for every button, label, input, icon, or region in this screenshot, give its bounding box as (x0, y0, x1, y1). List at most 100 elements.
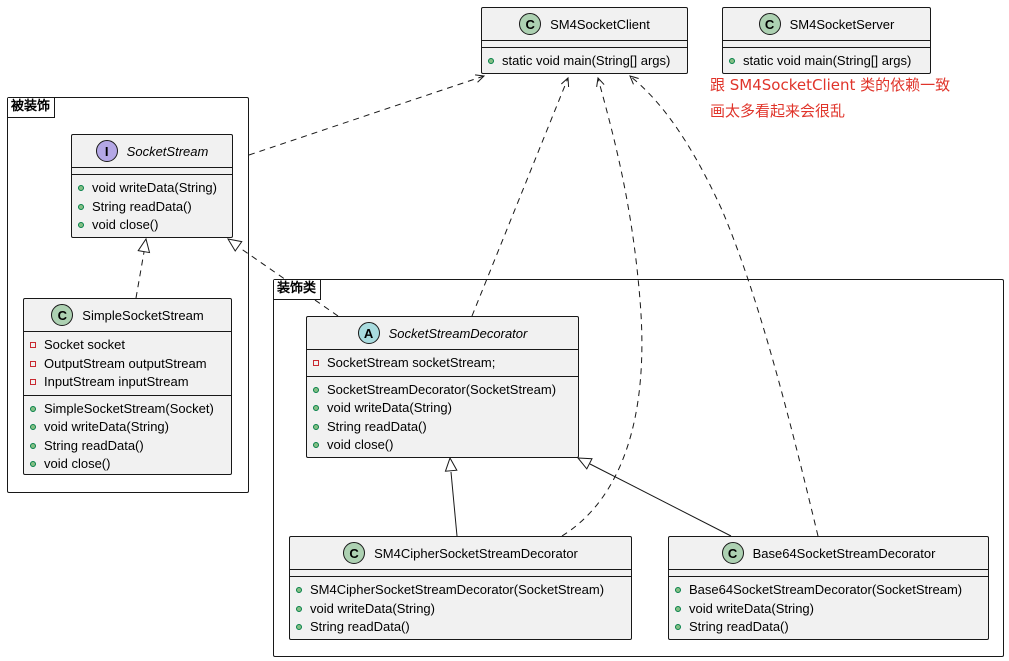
methods-section: Base64SocketStreamDecorator(SocketStream… (669, 576, 988, 640)
stereotype-a-icon: A (357, 322, 380, 344)
stereotype-i-icon: I (95, 140, 118, 162)
member-text: Socket socket (44, 337, 125, 352)
method: void close() (24, 455, 231, 474)
method: void writeData(String) (290, 600, 631, 619)
private-visibility-icon (313, 360, 319, 366)
class-name: SocketStreamDecorator (388, 325, 528, 341)
realization-triangle-icon (226, 238, 243, 252)
fields-section: SocketStream socketStream; (307, 350, 578, 376)
method: void close() (72, 216, 232, 235)
method: String readData() (290, 618, 631, 637)
package-decorators-label: 装饰类 (274, 280, 322, 300)
method: String readData() (72, 198, 232, 217)
class-name: SM4SocketClient (550, 16, 650, 32)
package-decorators: 装饰类 (273, 279, 1004, 657)
dependency-arrowhead-icon (629, 75, 639, 85)
method: void close() (307, 436, 578, 455)
public-visibility-icon (675, 605, 681, 612)
methods-section: void writeData(String) String readData() v… (72, 174, 232, 238)
class-name: Base64SocketStreamDecorator (752, 545, 936, 561)
method: void writeData(String) (669, 600, 988, 619)
public-visibility-icon (313, 386, 319, 393)
private-visibility-icon (30, 360, 36, 367)
member-text: void writeData(String) (327, 400, 452, 415)
dependency-arrowhead-icon (561, 76, 570, 88)
class-socket-stream[interactable]: I SocketStream void writeData(String) Strin… (71, 134, 233, 238)
class-name: SimpleSocketStream (82, 307, 204, 323)
public-visibility-icon (78, 222, 84, 228)
dependency-base64-client (629, 75, 819, 537)
class-name: SM4SocketServer (789, 16, 895, 32)
public-visibility-icon (30, 442, 36, 449)
public-visibility-icon (313, 405, 319, 411)
inheritance-sm4-decorator (450, 471, 458, 537)
stereotype-c-icon: C (343, 542, 366, 564)
member-text: SocketStream socketStream; (327, 355, 496, 370)
public-visibility-icon (30, 405, 36, 412)
dependency-decorator-client (471, 77, 569, 317)
public-visibility-icon (488, 58, 494, 64)
stereotype-c-icon: C (758, 13, 781, 35)
member-text: void close() (92, 217, 159, 232)
class-sm4-socket-server[interactable]: C SM4SocketServer static void main(String[… (722, 7, 931, 74)
member-text: void close() (44, 456, 111, 471)
dependency-note: 跟 SM4SocketClient 类的依赖一致 画太多看起来会很乱 (710, 72, 950, 124)
member-text: SimpleSocketStream(Socket) (44, 400, 214, 416)
method: String readData() (669, 618, 988, 637)
realization-triangle-icon (137, 237, 151, 254)
member-text: void writeData(String) (310, 600, 435, 616)
method: void writeData(String) (72, 179, 232, 198)
methods-section: static void main(String[] args) (482, 47, 687, 74)
member-text: static void main(String[] args) (743, 53, 912, 68)
public-visibility-icon (78, 185, 84, 191)
public-visibility-icon (675, 624, 681, 630)
dependency-arrowhead-icon (475, 74, 486, 83)
class-header: A SocketStreamDecorator (307, 317, 578, 350)
note-line: 画太多看起来会很乱 (710, 102, 846, 120)
methods-section: SocketStreamDecorator(SocketStream) void … (307, 375, 578, 458)
field: Socket socket (24, 336, 231, 355)
dependency-socketstream-client (248, 75, 485, 156)
member-text: SocketStreamDecorator(SocketStream) (327, 381, 557, 397)
note-line: 跟 SM4SocketClient 类的依赖一致 (710, 76, 951, 94)
method: static void main(String[] args) (723, 52, 930, 71)
member-text: String readData() (44, 437, 144, 453)
member-text: void writeData(String) (44, 419, 169, 434)
methods-section: SM4CipherSocketStreamDecorator(SocketStr… (290, 576, 631, 640)
method: SocketStreamDecorator(SocketStream) (307, 381, 578, 400)
dependency-arrowhead-icon (596, 76, 605, 87)
member-text: String readData() (92, 198, 192, 214)
public-visibility-icon (296, 587, 302, 593)
inheritance-triangle-icon (576, 457, 593, 470)
public-visibility-icon (78, 203, 84, 210)
public-visibility-icon (30, 424, 36, 430)
class-name: SocketStream (126, 143, 209, 159)
method: SimpleSocketStream(Socket) (24, 400, 231, 419)
member-text: void writeData(String) (92, 180, 217, 195)
class-header: C SM4CipherSocketStreamDecorator (290, 537, 631, 570)
member-text: OutputStream outputStream (44, 355, 207, 371)
method: static void main(String[] args) (482, 52, 687, 71)
public-visibility-icon (296, 624, 302, 630)
class-header: C SM4SocketServer (723, 8, 930, 41)
member-text: void writeData(String) (689, 600, 814, 616)
member-text: InputStream inputStream (44, 374, 189, 389)
methods-section: SimpleSocketStream(Socket) void writeData… (24, 394, 231, 477)
field: InputStream inputStream (24, 373, 231, 392)
method: void writeData(String) (24, 418, 231, 437)
member-text: String readData() (327, 418, 427, 434)
class-header: I SocketStream (72, 135, 232, 168)
public-visibility-icon (30, 461, 36, 467)
method: Base64SocketStreamDecorator(SocketStream… (669, 581, 988, 600)
class-name: SM4CipherSocketStreamDecorator (374, 545, 578, 561)
inheritance-triangle-icon (444, 456, 458, 472)
public-visibility-icon (313, 423, 319, 430)
inheritance-base64-decorator (589, 463, 732, 537)
